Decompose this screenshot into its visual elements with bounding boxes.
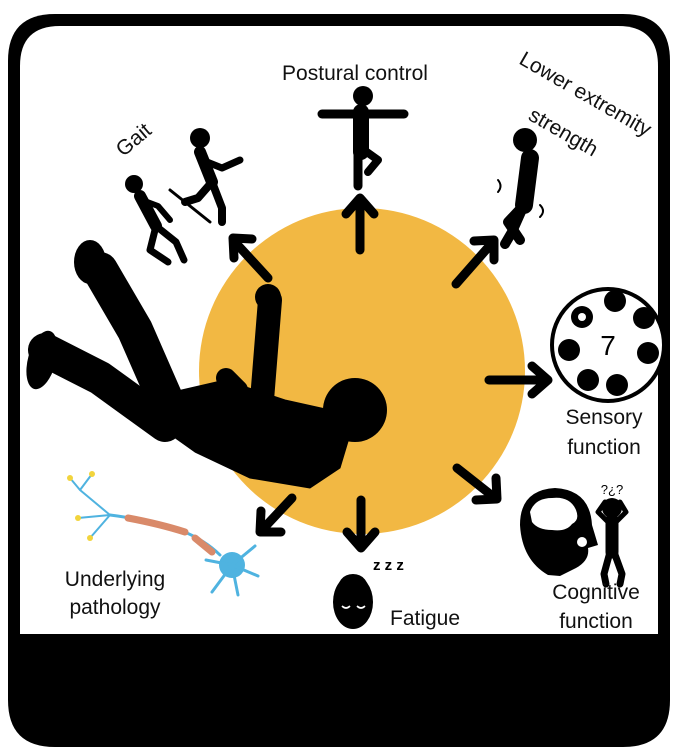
label-fatigue: Fatigue [390,607,460,630]
confused-marks: ?¿? [601,482,623,497]
label-postural-control: Postural control [282,62,428,85]
label-cognitive-1: Cognitive [552,581,640,604]
label-pathology-1: Underlying [65,568,165,591]
label-cognitive-2: function [559,610,633,633]
label-sensory-1: Sensory [565,406,643,429]
senses-icon: 7 [552,289,664,401]
senses-count: 7 [600,330,616,361]
zzz: z z z [373,557,404,574]
label-pathology-2: pathology [69,596,161,619]
label-sensory-2: function [567,436,641,459]
